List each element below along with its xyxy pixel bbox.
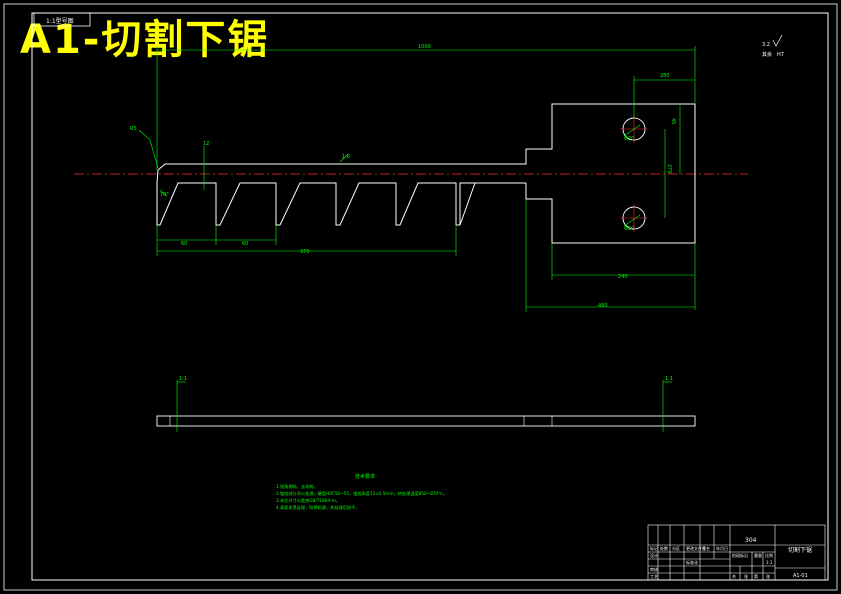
dim-hole-spacing: 45 (670, 118, 676, 124)
drawing-title: A1-切割下锯 (20, 17, 270, 63)
corner-tag-box (33, 12, 91, 27)
sheet-label: 共 (732, 573, 736, 579)
row-label: 审核 (650, 566, 658, 572)
small-cell: 签名 (702, 545, 710, 551)
tech-note-line: 4.表面发黑处理，防锈防腐，热处理后校平。 (276, 504, 360, 511)
hole-bottom (620, 204, 648, 232)
roughness-note: 其余 (762, 51, 772, 58)
dim-left-chamfer: R5 (130, 126, 137, 132)
row-label: 设计 (650, 552, 658, 558)
title-block (647, 524, 826, 581)
small-cell: 处数 (660, 545, 668, 551)
dim-tooth-height: 12 (203, 141, 209, 147)
sheet-label: 张 (766, 573, 770, 579)
small-cell: 年月日 (716, 545, 728, 551)
standard-label: 标准化 (686, 559, 698, 565)
tech-notes-heading: 技术要求 (355, 473, 375, 480)
material-text: 304 (745, 537, 757, 544)
dim-bottom-width-1: 240 (618, 274, 628, 280)
dim-roughness-top: 1.6 (342, 154, 350, 160)
part-outline (156, 103, 696, 244)
sheet-label: 第 (754, 573, 758, 579)
dim-hole-top: Φ20 (624, 136, 634, 142)
title-block-text: 304 切割下锯 A1-01 1:1 标记 设计 审核 工艺 处数 分区 更改文… (650, 537, 812, 579)
tech-note-line: 3.未注尺寸公差按GB/T1804-m。 (276, 497, 340, 504)
outer-frame (3, 3, 838, 591)
weight-label: 阶段标记 (732, 552, 748, 558)
dimension-texts: 1000 280 45 270 R5 12 1.6 60 60 370 70° … (130, 44, 676, 309)
tech-note-line: 1.锐角倒钝，去毛刺。 (276, 483, 318, 490)
roughness-value: 3.2 (762, 42, 770, 48)
inner-frame (31, 12, 829, 581)
small-cell: 分区 (672, 545, 680, 551)
roughness-spec: H7 (777, 52, 784, 58)
dim-overall-width: 1000 (418, 44, 431, 50)
corner-tag: 1:1型号图 (46, 17, 74, 25)
dim-bottom-width-2: 480 (598, 303, 608, 309)
weight-label: 比例 (765, 552, 773, 558)
row-label: 标记 (650, 545, 658, 551)
side-view-left-label: 1:1 (179, 376, 187, 382)
dim-angle-small: 70° (160, 192, 169, 198)
tech-notes: 技术要求 1.锐角倒钝，去毛刺。 2.锯齿部分淬火处理，硬度HRC50~55，锯… (276, 473, 447, 511)
dim-pitch-1: 60 (181, 241, 187, 247)
dimension-lines (138, 46, 696, 312)
dim-right-offset: 280 (660, 73, 670, 79)
dim-hole-bottom: Φ20 (624, 226, 634, 232)
weight-label: 重量 (754, 552, 762, 558)
drawing-number-text: A1-01 (793, 573, 808, 579)
side-view-right-label: 1:1 (665, 376, 673, 382)
small-cell: 更改文件号 (686, 545, 706, 551)
scale-text: 1:1 (766, 560, 773, 565)
roughness-symbol: 3.2 其余 H7 (762, 34, 784, 58)
dim-pitch-2: 60 (242, 241, 248, 247)
dim-right-height: 270 (666, 164, 672, 174)
part-name-text: 切割下锯 (788, 546, 812, 554)
row-label: 工艺 (650, 574, 658, 579)
dim-teeth-length: 370 (300, 249, 310, 255)
sheet-label: 张 (744, 573, 748, 579)
tech-note-line: 2.锯齿部分淬火处理，硬度HRC50~55，锯齿高度12±0.5mm，热处理温度… (276, 490, 447, 497)
side-view: 1:1 1:1 (156, 376, 696, 432)
